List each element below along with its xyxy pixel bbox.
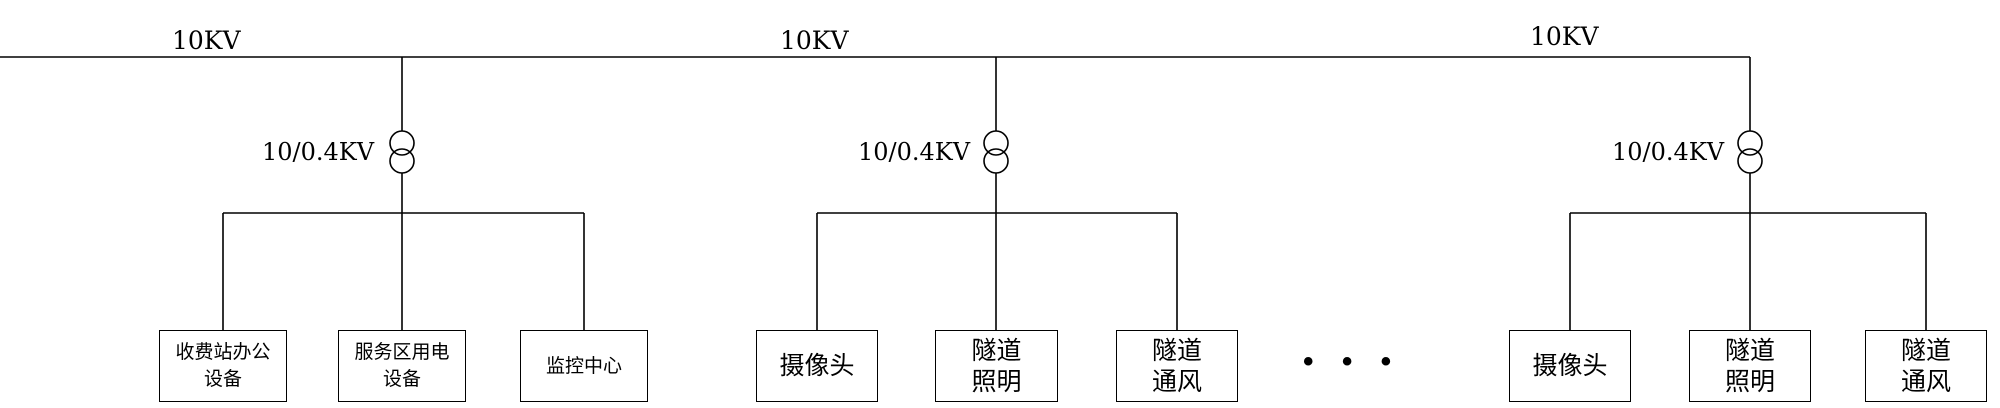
transformer2-icon xyxy=(983,130,1009,156)
load-box-monitor-center: 监控中心 xyxy=(520,330,648,402)
transformer3-icon xyxy=(1737,148,1763,174)
load-box-toll-office: 收费站办公 设备 xyxy=(159,330,287,402)
transformer-ratio-label: 10/0.4KV xyxy=(262,138,375,166)
continuation-ellipsis: • • • xyxy=(1303,345,1402,378)
load-box-camera: 摄像头 xyxy=(756,330,878,402)
load-box-tunnel-lighting: 隧道 照明 xyxy=(935,330,1058,402)
transformer-ratio-label: 10/0.4KV xyxy=(858,138,971,166)
transformer1-icon xyxy=(389,130,415,156)
load-box-camera: 摄像头 xyxy=(1509,330,1631,402)
bus-voltage-label: 10KV xyxy=(172,26,241,55)
bus-voltage-label: 10KV xyxy=(1530,22,1599,51)
load-box-tunnel-lighting: 隧道 照明 xyxy=(1689,330,1811,402)
load-box-tunnel-ventilation: 隧道 通风 xyxy=(1116,330,1238,402)
transformer1-icon xyxy=(389,148,415,174)
transformer3-icon xyxy=(1737,130,1763,156)
transformer2-icon xyxy=(983,148,1009,174)
load-box-service-area: 服务区用电 设备 xyxy=(338,330,466,402)
load-box-tunnel-ventilation: 隧道 通风 xyxy=(1865,330,1987,402)
transformer-ratio-label: 10/0.4KV xyxy=(1612,138,1725,166)
bus-voltage-label: 10KV xyxy=(780,26,849,55)
